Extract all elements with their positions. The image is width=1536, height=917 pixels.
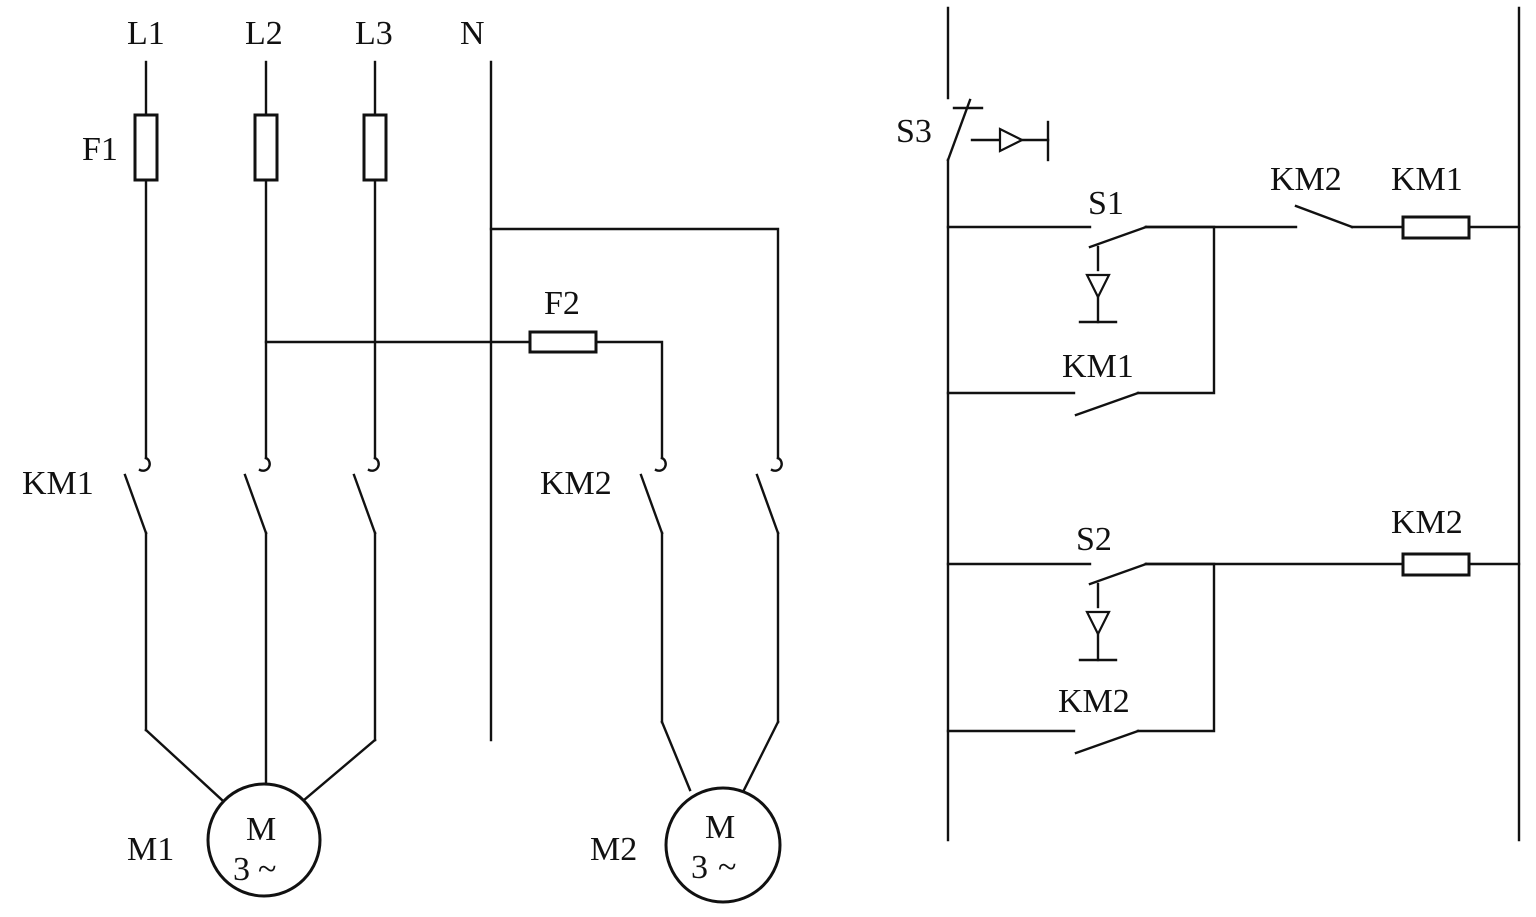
coil-km2 — [1401, 552, 1471, 577]
fuse-f1-l2 — [253, 113, 279, 182]
label-m1: M1 — [127, 831, 174, 868]
km1-hold-contact — [1074, 391, 1140, 417]
f2-to-km2 — [594, 340, 664, 460]
m1-phases: 3 — [233, 851, 250, 888]
label-s2: S2 — [1076, 521, 1112, 558]
rung-km2: S2 KM2 KM2 — [946, 504, 1521, 755]
motor-m2: M2 M 3 ~ — [590, 786, 782, 904]
m1-symbol: M — [246, 811, 276, 848]
fuse-f1-l3 — [362, 113, 388, 182]
m2-ac: ~ — [718, 849, 736, 886]
n-branch-to-m2 — [489, 227, 780, 460]
km1-contact-l2 — [243, 456, 271, 535]
start-button-s1 — [1078, 225, 1148, 324]
label-km2-power: KM2 — [540, 465, 612, 502]
label-l1: L1 — [127, 15, 165, 52]
label-f1: F1 — [82, 131, 118, 168]
km2-contact-phase — [639, 456, 692, 792]
label-km1-power: KM1 — [22, 465, 94, 502]
power-circuit: L1 L2 L3 N F1 — [22, 15, 783, 904]
l1-conductor — [144, 60, 224, 802]
label-m2: M2 — [590, 831, 637, 868]
km2-contact-neutral — [742, 456, 783, 792]
label-s1: S1 — [1088, 185, 1124, 222]
stop-button-s3: S3 — [896, 98, 1050, 162]
km2-interlock-contact — [1294, 204, 1354, 229]
m2-phases: 3 — [691, 849, 708, 886]
km2-hold-branch-right — [1136, 562, 1216, 733]
km1-contact-l1 — [123, 456, 151, 535]
label-l2: L2 — [245, 15, 283, 52]
km1-hold-branch-right — [1136, 225, 1216, 395]
label-n: N — [460, 15, 485, 52]
coil-km1 — [1401, 215, 1471, 240]
m1-ac: ~ — [258, 851, 276, 888]
fuse-f1-l1 — [133, 113, 159, 182]
km1-contact-l3 — [352, 456, 380, 535]
label-km2-interlock: KM2 — [1270, 161, 1342, 198]
label-km2-hold: KM2 — [1058, 683, 1130, 720]
m2-symbol: M — [705, 809, 735, 846]
label-l3: L3 — [355, 15, 393, 52]
label-km1-hold: KM1 — [1062, 348, 1134, 385]
l3-conductor — [302, 60, 377, 802]
fuse-f2 — [528, 330, 598, 354]
start-button-s2 — [1078, 562, 1148, 662]
motor-m1: M1 M 3 ~ — [127, 782, 322, 898]
label-f2: F2 — [544, 285, 580, 322]
label-s3: S3 — [896, 113, 932, 150]
km2-hold-contact — [1074, 729, 1140, 755]
rung-km1: S1 KM2 KM1 KM1 — [946, 161, 1521, 417]
label-km1-coil: KM1 — [1391, 161, 1463, 198]
label-km2-coil: KM2 — [1391, 504, 1463, 541]
control-circuit: S3 S1 KM2 KM1 — [896, 6, 1521, 842]
